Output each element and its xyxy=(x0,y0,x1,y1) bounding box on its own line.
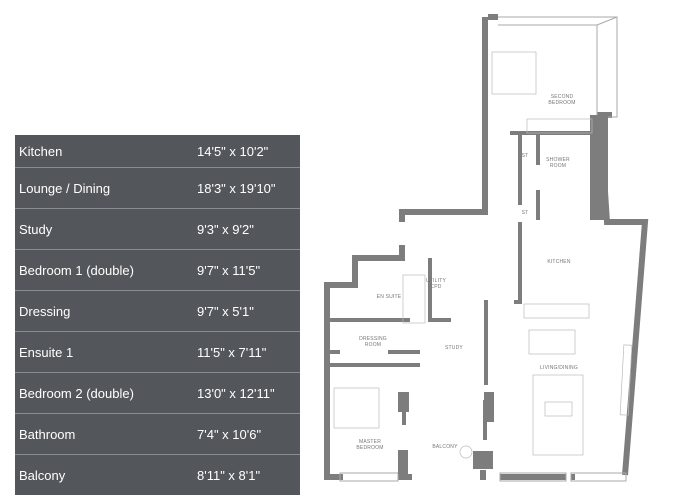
label-utility: UTILITY xyxy=(426,278,446,284)
inner-walls xyxy=(330,131,595,440)
table-row: Lounge / Dining 18'3" x 19'10" xyxy=(15,167,300,208)
table-row: Bedroom 1 (double) 9'7" x 11'5" xyxy=(15,249,300,290)
label-dressing-room: ROOM xyxy=(365,342,381,348)
room-dimensions: 9'7" x 5'1" xyxy=(197,303,254,319)
room-labels: SECOND BEDROOM SHOWER ROOM ST ST KITCHEN… xyxy=(356,94,578,451)
room-name: Study xyxy=(19,221,53,237)
label-master-bedroom: MASTER xyxy=(359,439,381,445)
table-row: Ensuite 1 11'5" x 7'11" xyxy=(15,331,300,372)
room-name: Bedroom 2 (double) xyxy=(19,385,134,401)
label-balcony: BALCONY xyxy=(432,444,458,450)
label-second-bedroom: SECOND xyxy=(551,94,574,100)
label-living-dining: LIVING/DINING xyxy=(540,365,578,371)
room-dimensions: 8'11" x 8'1" xyxy=(197,467,261,483)
label-storage: ST xyxy=(522,153,529,159)
table-row: Dressing 9'7" x 5'1" xyxy=(15,290,300,331)
room-name: Balcony xyxy=(19,467,66,483)
room-dimensions: 14'5" x 10'2" xyxy=(197,143,269,159)
table-row: Bathroom 7'4" x 10'6" xyxy=(15,413,300,454)
label-study: STUDY xyxy=(445,345,463,351)
room-dimensions: 9'3" x 9'2" xyxy=(197,221,254,237)
label-master-bedroom: BEDROOM xyxy=(356,445,383,451)
room-dimensions-table: Kitchen 14'5" x 10'2" Lounge / Dining 18'3… xyxy=(15,135,300,495)
table-row: Kitchen 14'5" x 10'2" xyxy=(15,135,300,167)
windows xyxy=(339,16,627,482)
label-shower-room: ROOM xyxy=(550,163,566,169)
label-utility: CPD xyxy=(430,284,441,290)
room-dimensions: 9'7" x 11'5" xyxy=(197,262,261,278)
label-shower-room: SHOWER xyxy=(546,157,570,163)
room-name: Bathroom xyxy=(19,426,76,442)
label-second-bedroom: BEDROOM xyxy=(548,100,575,106)
table-row: Bedroom 2 (double) 13'0" x 12'11" xyxy=(15,372,300,413)
furniture xyxy=(333,51,633,459)
room-dimensions: 18'3" x 19'10" xyxy=(197,180,276,196)
room-name: Lounge / Dining xyxy=(19,180,111,196)
room-dimensions: 7'4" x 10'6" xyxy=(197,426,262,442)
room-name: Dressing xyxy=(19,303,71,319)
room-dimensions: 11'5" x 7'11" xyxy=(197,344,267,360)
table-row: Balcony 8'11" x 8'1" xyxy=(15,454,300,495)
room-name: Kitchen xyxy=(19,143,63,159)
room-dimensions: 13'0" x 12'11" xyxy=(197,385,275,401)
label-storage: ST xyxy=(522,210,529,216)
room-name: Bedroom 1 (double) xyxy=(19,262,134,278)
outer-walls xyxy=(324,14,649,480)
structural-columns xyxy=(398,115,608,474)
label-dressing-room: DRESSING xyxy=(359,336,387,342)
room-name: Ensuite 1 xyxy=(19,344,74,360)
label-en-suite: EN SUITE xyxy=(377,294,402,300)
label-kitchen: KITCHEN xyxy=(547,259,571,265)
table-row: Study 9'3" x 9'2" xyxy=(15,208,300,249)
